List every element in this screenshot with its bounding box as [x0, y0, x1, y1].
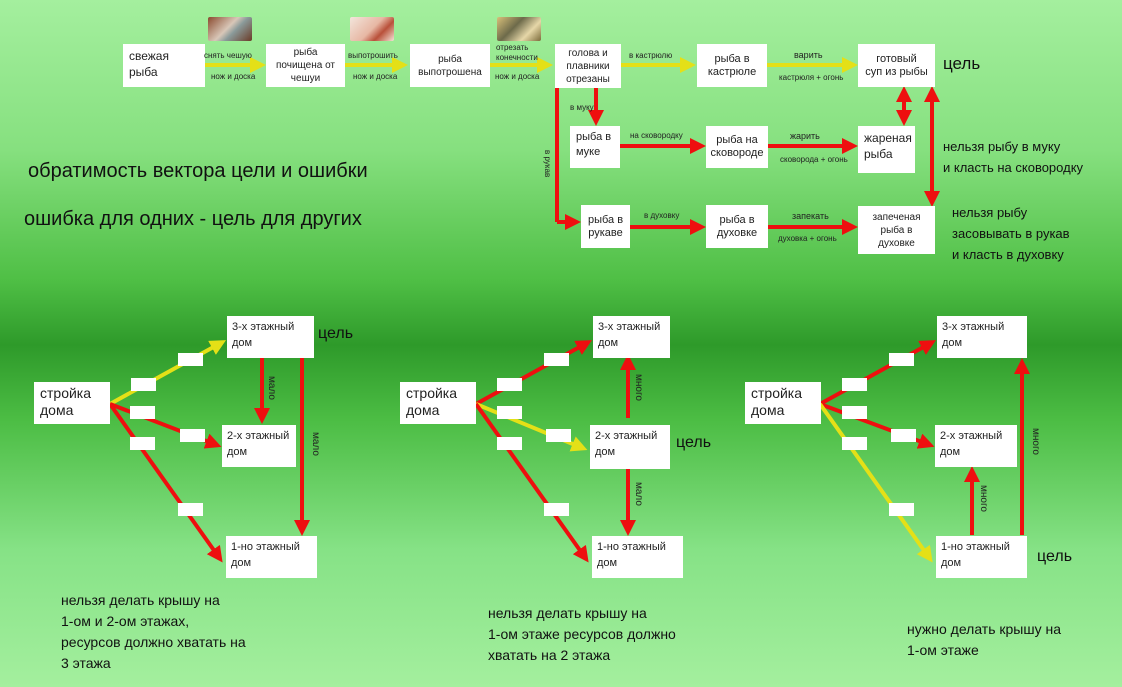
house2-note: нельзя делать крышу на 1-ом этаже ресурс… [488, 603, 676, 666]
headline-error-goal: ошибка для одних - цель для других [24, 208, 362, 231]
house1-chip-1 [178, 353, 203, 366]
node-scaled-fish: рыба почищена от чешуи [266, 44, 345, 87]
label-to-pan: на сковородку [630, 131, 683, 140]
house3-chip-3 [842, 406, 867, 419]
house2-chip-3 [497, 406, 522, 419]
label-boil: варить [794, 50, 823, 60]
label-scale-tool: нож и доска [211, 72, 255, 81]
label-to-sleeve: в рукав [543, 150, 552, 177]
house2-one-story: 1-но этажный дом [592, 536, 683, 578]
house2-chip-2 [497, 378, 522, 391]
node-on-pan: рыба на сковороде [706, 126, 768, 168]
label-bake-tool: духовка + огонь [778, 234, 837, 243]
house3-build: стройка дома [745, 382, 821, 424]
house3-chip-6 [889, 503, 914, 516]
house3-goal-label: цель [1037, 548, 1072, 566]
note-bake: нельзя рыбу засовывать в рукав и класть … [952, 202, 1070, 265]
node-in-oven: рыба в духовке [706, 205, 768, 248]
house3-many-label-b: много [1030, 428, 1041, 455]
label-boil-tool: кастрюля + огонь [779, 73, 843, 82]
house1-note: нельзя делать крышу на 1-ом и 2-ом этажа… [61, 590, 246, 674]
node-head-cut: голова и плавники отрезаны [555, 44, 621, 88]
house2-goal-label: цель [676, 434, 711, 452]
node-soup: готовый суп из рыбы [858, 44, 935, 87]
house2-chip-6 [544, 503, 569, 516]
house3-note: нужно делать крышу на 1-ом этаже [907, 619, 1061, 661]
house3-two-story: 2-х этажный дом [935, 425, 1017, 467]
node-fried: жареная рыба [858, 126, 915, 173]
headline-reversibility: обратимость вектора цели и ошибки [28, 160, 368, 183]
house1-goal-label: цель [318, 325, 353, 343]
house3-chip-2 [842, 378, 867, 391]
label-scale: снять чешую [204, 51, 252, 60]
house1-one-story: 1-но этажный дом [226, 536, 317, 578]
node-gutted-fish: рыба выпотрошена [410, 44, 490, 87]
label-fry-tool: сковорода + огонь [780, 155, 848, 164]
photo-scaling-icon [350, 17, 394, 41]
house1-chip-4 [180, 429, 205, 442]
house2-chip-4 [546, 429, 571, 442]
label-cut-tool: нож и доска [495, 72, 539, 81]
label-cut: отрезать конечности [496, 43, 538, 63]
house3-chip-5 [842, 437, 867, 450]
house1-chip-6 [178, 503, 203, 516]
label-to-flour: в муку [570, 103, 594, 112]
photo-fish-icon [208, 17, 252, 41]
node-fresh-fish: свежая рыба [123, 44, 205, 87]
house2-build: стройка дома [400, 382, 476, 424]
house1-few-label-b: мало [310, 432, 321, 456]
house2-many-label: много [633, 374, 644, 401]
house3-many-label-a: много [978, 485, 989, 512]
house2-chip-5 [497, 437, 522, 450]
house1-three-story: 3-х этажный дом [227, 316, 314, 358]
photo-cutting-icon [497, 17, 541, 41]
house1-few-label-a: мало [266, 376, 277, 400]
label-bake: запекать [792, 211, 829, 221]
node-floured: рыба в муке [570, 126, 620, 168]
house1-chip-3 [130, 406, 155, 419]
note-fry: нельзя рыбу в муку и класть на сковородк… [943, 136, 1083, 178]
house2-chip-1 [544, 353, 569, 366]
house3-chip-4 [891, 429, 916, 442]
node-in-pot: рыба в кастрюле [697, 44, 767, 87]
house1-two-story: 2-х этажный дом [222, 425, 296, 467]
label-gut-tool: нож и доска [353, 72, 397, 81]
house3-three-story: 3-х этажный дом [937, 316, 1027, 358]
house2-two-story: 2-х этажный дом [590, 425, 670, 469]
house2-few-label: мало [633, 482, 644, 506]
house1-chip-2 [131, 378, 156, 391]
house3-one-story: 1-но этажный дом [936, 536, 1027, 578]
label-fry: жарить [790, 131, 820, 141]
house2-three-story: 3-х этажный дом [593, 316, 670, 358]
fish-goal-label: цель [943, 54, 980, 74]
label-to-oven: в духовку [644, 211, 679, 220]
house3-arrow-to-1 [820, 404, 928, 556]
house3-chip-1 [889, 353, 914, 366]
node-baked: запеченая рыба в духовке [858, 206, 935, 254]
label-to-pot: в кастрюлю [629, 51, 672, 60]
label-gut: выпотрошить [348, 51, 398, 60]
node-in-sleeve: рыба в рукаве [581, 205, 630, 248]
house1-chip-5 [130, 437, 155, 450]
house1-build: стройка дома [34, 382, 110, 424]
